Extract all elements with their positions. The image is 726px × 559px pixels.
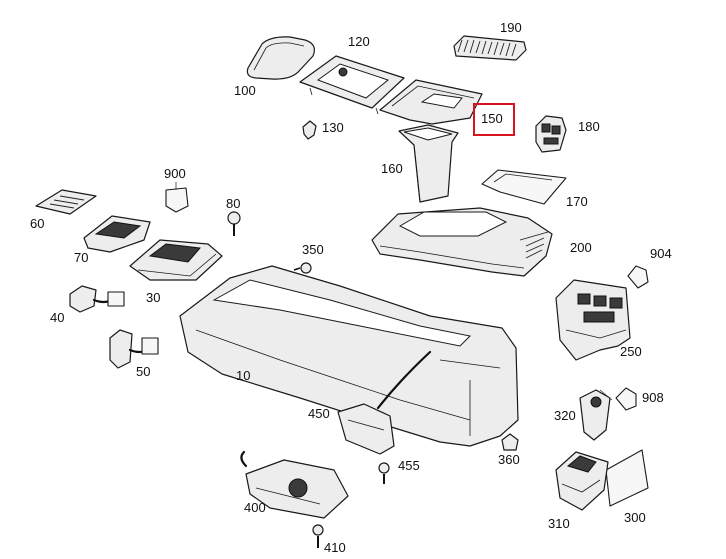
part-250-rear-vent-panel[interactable] xyxy=(555,279,631,361)
label-900: 900 xyxy=(164,166,186,181)
part-904-connector[interactable] xyxy=(627,265,649,289)
part-100-armrest-lid[interactable] xyxy=(246,36,315,80)
label-190: 190 xyxy=(500,20,522,35)
part-360-fastener[interactable] xyxy=(501,433,519,451)
leader-lines xyxy=(175,182,613,401)
part-190-roller-cover[interactable] xyxy=(453,35,527,61)
part-410-screw[interactable] xyxy=(312,524,324,548)
part-350-clip[interactable] xyxy=(293,262,312,274)
part-310-insert[interactable] xyxy=(555,451,609,511)
label-250: 250 xyxy=(620,344,642,359)
part-30-control-module[interactable] xyxy=(129,239,223,281)
label-120: 120 xyxy=(348,34,370,49)
part-400-selector-module[interactable] xyxy=(240,450,349,519)
label-410: 410 xyxy=(324,540,346,555)
part-900-bracket[interactable] xyxy=(165,187,189,213)
part-450-bracket[interactable] xyxy=(337,403,395,455)
label-50: 50 xyxy=(136,364,150,379)
part-10-console-body[interactable] xyxy=(179,265,519,447)
label-30: 30 xyxy=(146,290,160,305)
part-200-upper-housing[interactable] xyxy=(371,207,553,277)
label-130: 130 xyxy=(322,120,344,135)
label-150: 150 xyxy=(481,111,503,126)
part-40-switch[interactable] xyxy=(69,285,125,313)
label-360: 360 xyxy=(498,452,520,467)
part-80-screw[interactable] xyxy=(227,211,241,236)
part-120-trim-frame[interactable] xyxy=(299,55,405,115)
label-908: 908 xyxy=(642,390,664,405)
label-320: 320 xyxy=(554,408,576,423)
highlight-box xyxy=(473,103,515,136)
label-10: 10 xyxy=(236,368,250,383)
part-300-flap[interactable] xyxy=(605,449,649,507)
label-60: 60 xyxy=(30,216,44,231)
part-455-screw[interactable] xyxy=(378,462,390,484)
label-80: 80 xyxy=(226,196,240,211)
label-904: 904 xyxy=(650,246,672,261)
label-100: 100 xyxy=(234,83,256,98)
label-200: 200 xyxy=(570,240,592,255)
label-160: 160 xyxy=(381,161,403,176)
label-70: 70 xyxy=(74,250,88,265)
part-150-cover-panel[interactable] xyxy=(379,79,483,125)
part-160-storage-bin[interactable] xyxy=(398,124,459,203)
label-310: 310 xyxy=(548,516,570,531)
label-455: 455 xyxy=(398,458,420,473)
label-400: 400 xyxy=(244,500,266,515)
part-170-liner-mat[interactable] xyxy=(481,169,567,205)
label-40: 40 xyxy=(50,310,64,325)
part-60-tray-mat[interactable] xyxy=(35,189,97,215)
label-350: 350 xyxy=(302,242,324,257)
label-300: 300 xyxy=(624,510,646,525)
part-70-tray[interactable] xyxy=(83,215,151,253)
label-170: 170 xyxy=(566,194,588,209)
part-50-switch[interactable] xyxy=(109,329,159,369)
label-180: 180 xyxy=(578,119,600,134)
part-130-clip[interactable] xyxy=(302,120,317,140)
part-908-connector[interactable] xyxy=(615,387,637,411)
part-320-socket[interactable] xyxy=(579,389,611,441)
part-180-switch-unit[interactable] xyxy=(535,115,567,153)
label-450: 450 xyxy=(308,406,330,421)
